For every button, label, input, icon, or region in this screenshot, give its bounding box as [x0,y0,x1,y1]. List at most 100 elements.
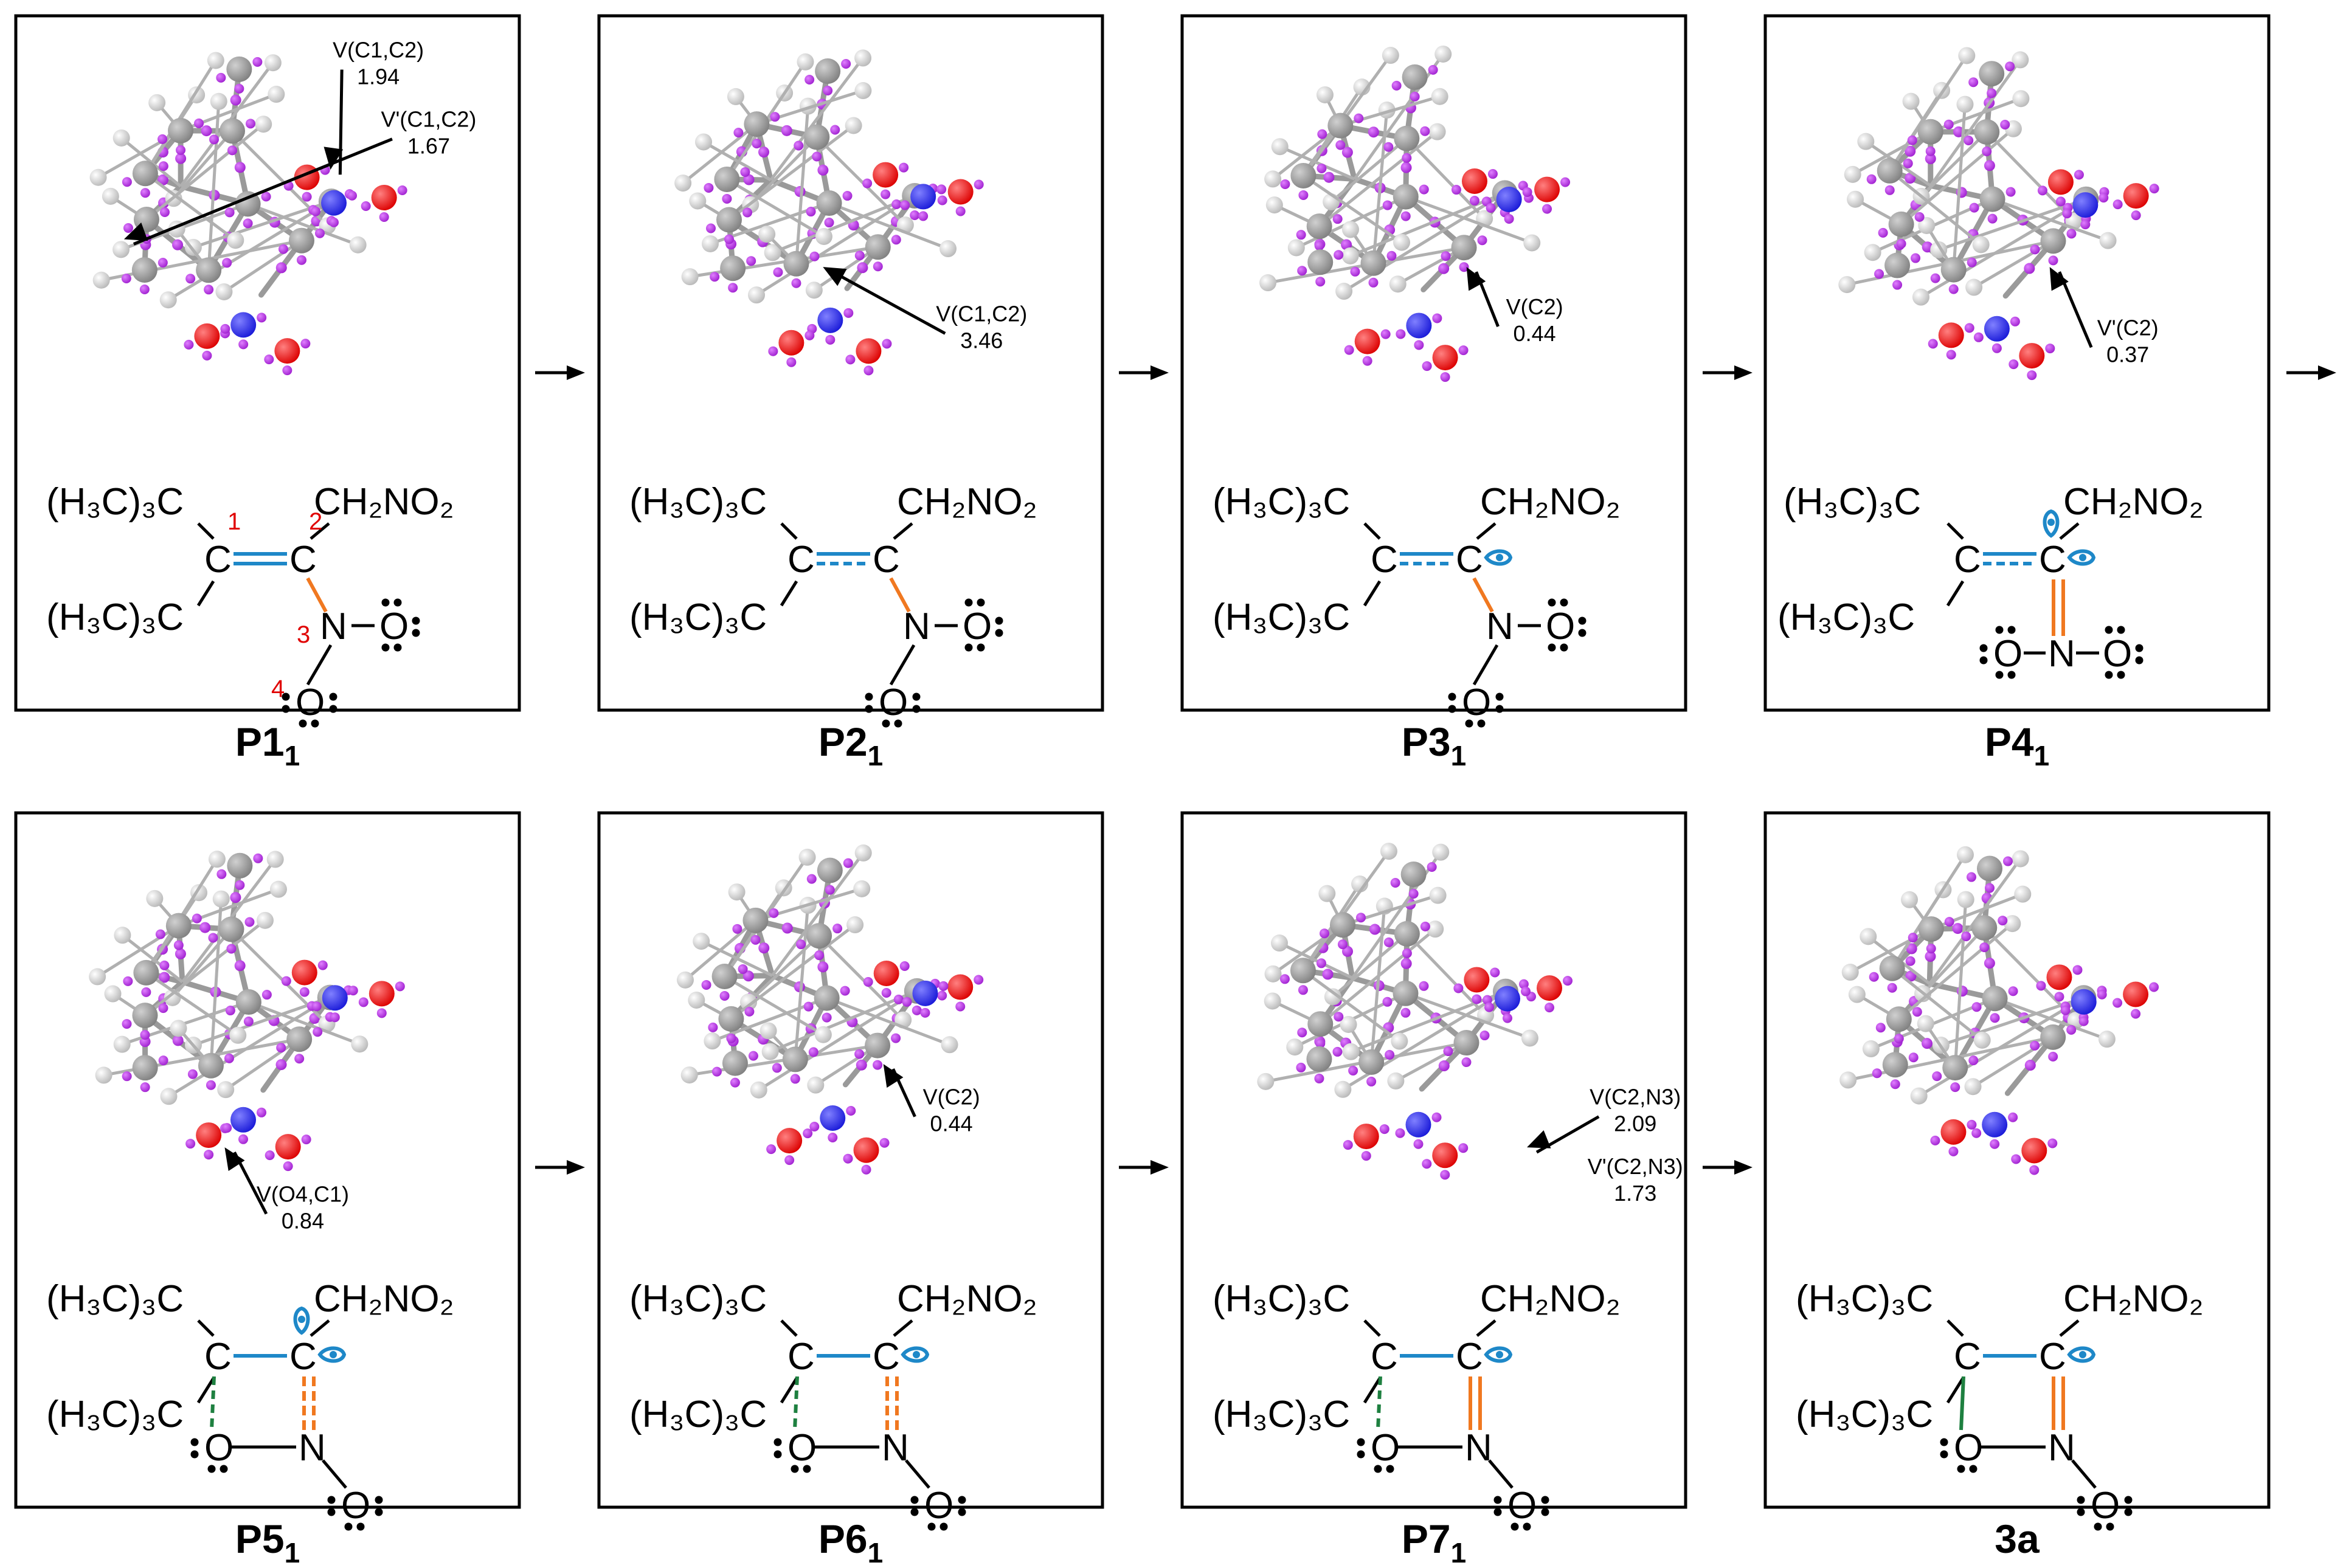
basin-attractor [1948,284,1959,294]
co-bond [210,1376,216,1431]
annotation-arrowhead [883,1064,904,1088]
basin-attractor [208,933,218,943]
hydrogen-atom [1318,885,1336,902]
lone-pair-dot [375,1496,383,1504]
basin-attractor [726,1033,736,1043]
hydrogen-atom [1393,233,1411,251]
carbon-atom [1306,213,1332,240]
hydrogen-atom [1380,843,1397,860]
carbon-atom [226,56,252,82]
hydrogen-atom [1264,170,1282,188]
hydrogen-bond-stick [772,194,916,254]
lone-pair-dot [912,705,921,713]
basin-attractor [216,869,227,879]
basin-attractor [253,853,263,863]
basin-attractor [1343,1140,1353,1150]
basin-attractor [841,59,851,69]
basin-attractor [206,1080,216,1090]
lone-pair-dot [393,643,402,652]
hydrogen-atom [750,1081,767,1099]
basin-attractor [2055,196,2066,207]
lone-pair-dot [190,1438,199,1446]
carbon-atom [1307,249,1334,275]
basin-attractor [1335,140,1346,150]
co-bond [1376,1376,1382,1431]
basin-attractor [955,206,966,216]
basin-attractor [1390,878,1400,888]
basin-attractor [1361,1151,1371,1161]
basin-attractor [1379,1124,1389,1135]
radical-lobe-icon [2043,509,2060,538]
basin-attractor [159,207,170,217]
hydrogen-bond-stick [1898,922,2013,1021]
basin-attractor [2027,370,2037,381]
basin-attractor [397,185,407,196]
nitrogen-atom [230,1107,257,1133]
lone-pair-dot [1578,616,1586,625]
oxygen-symbol: O [341,1485,370,1527]
basin-attractor [781,922,793,934]
basin-attractor [2048,1051,2058,1062]
basin-attractor [1441,251,1451,261]
basin-attractor [804,330,815,340]
nitrogen-atom [1984,316,2010,342]
hydrogen-bond-stick [1395,1041,1467,1083]
carbon-atom [235,191,261,217]
basin-attractor [862,178,873,188]
basin-attractor [1563,976,1573,986]
oxygen-atom [947,974,974,1000]
basin-attractor [1382,996,1393,1007]
cn-bond [1472,577,1494,613]
basin-attractor [317,960,328,970]
basin-attractor [1869,972,1879,982]
basin-attractor [2030,1040,2040,1051]
basin-attractor [1386,250,1397,261]
carbon-atom [1306,1046,1332,1072]
carbon-c2-symbol: C [289,539,317,581]
lone-pair-dot [1374,1465,1382,1473]
carbon-atom [235,989,261,1015]
hydrogen-bond-stick [726,178,825,238]
carbon-atom [133,959,159,986]
hydrogen-atom [1341,247,1359,264]
lone-pair-dot [2105,671,2113,679]
basin-attractor [159,960,170,970]
basin-attractor [1459,262,1469,272]
hydrogen-atom [1431,88,1448,105]
basin-attractor [1438,263,1450,274]
basin-attractor [1337,939,1348,950]
hydrogen-atom [1910,1087,1928,1105]
basin-attractor [1560,177,1571,187]
carbon-c2-symbol: C [1456,539,1483,581]
basin-attractor [1984,160,1995,171]
basin-attractor [299,987,310,997]
basin-attractor [974,975,984,985]
hydrogen-atom [939,240,957,258]
carbon-atom [718,1006,744,1032]
carbon-atom [2040,1024,2066,1050]
reaction-step-arrow [1703,1160,1753,1175]
atom-number-4: 4 [271,675,285,702]
basin-attractor [1369,924,1380,935]
hydrogen-atom [740,993,758,1011]
hydrogen-atom [941,1036,958,1054]
hydrogen-bond-stick [724,975,825,1036]
basin-attractor [311,1001,322,1012]
hydrogen-atom [1847,190,1864,208]
carbon-atom [1940,257,1967,283]
hydrogen-atom [1844,165,1861,183]
oxygen-symbol: O [1546,606,1575,648]
lone-pair-dot [865,692,873,701]
basin-attractor [243,218,253,229]
lone-pair-dot [1560,643,1568,652]
basin-attractor [172,239,184,250]
basin-attractor [1932,1071,1942,1082]
hydrogen-atom [212,890,230,908]
annotation-arrow [133,137,393,246]
ch2no2-group: CH₂NO₂ [314,481,454,523]
basin-attractor [157,134,168,144]
lone-pair-dot [2077,1508,2085,1516]
